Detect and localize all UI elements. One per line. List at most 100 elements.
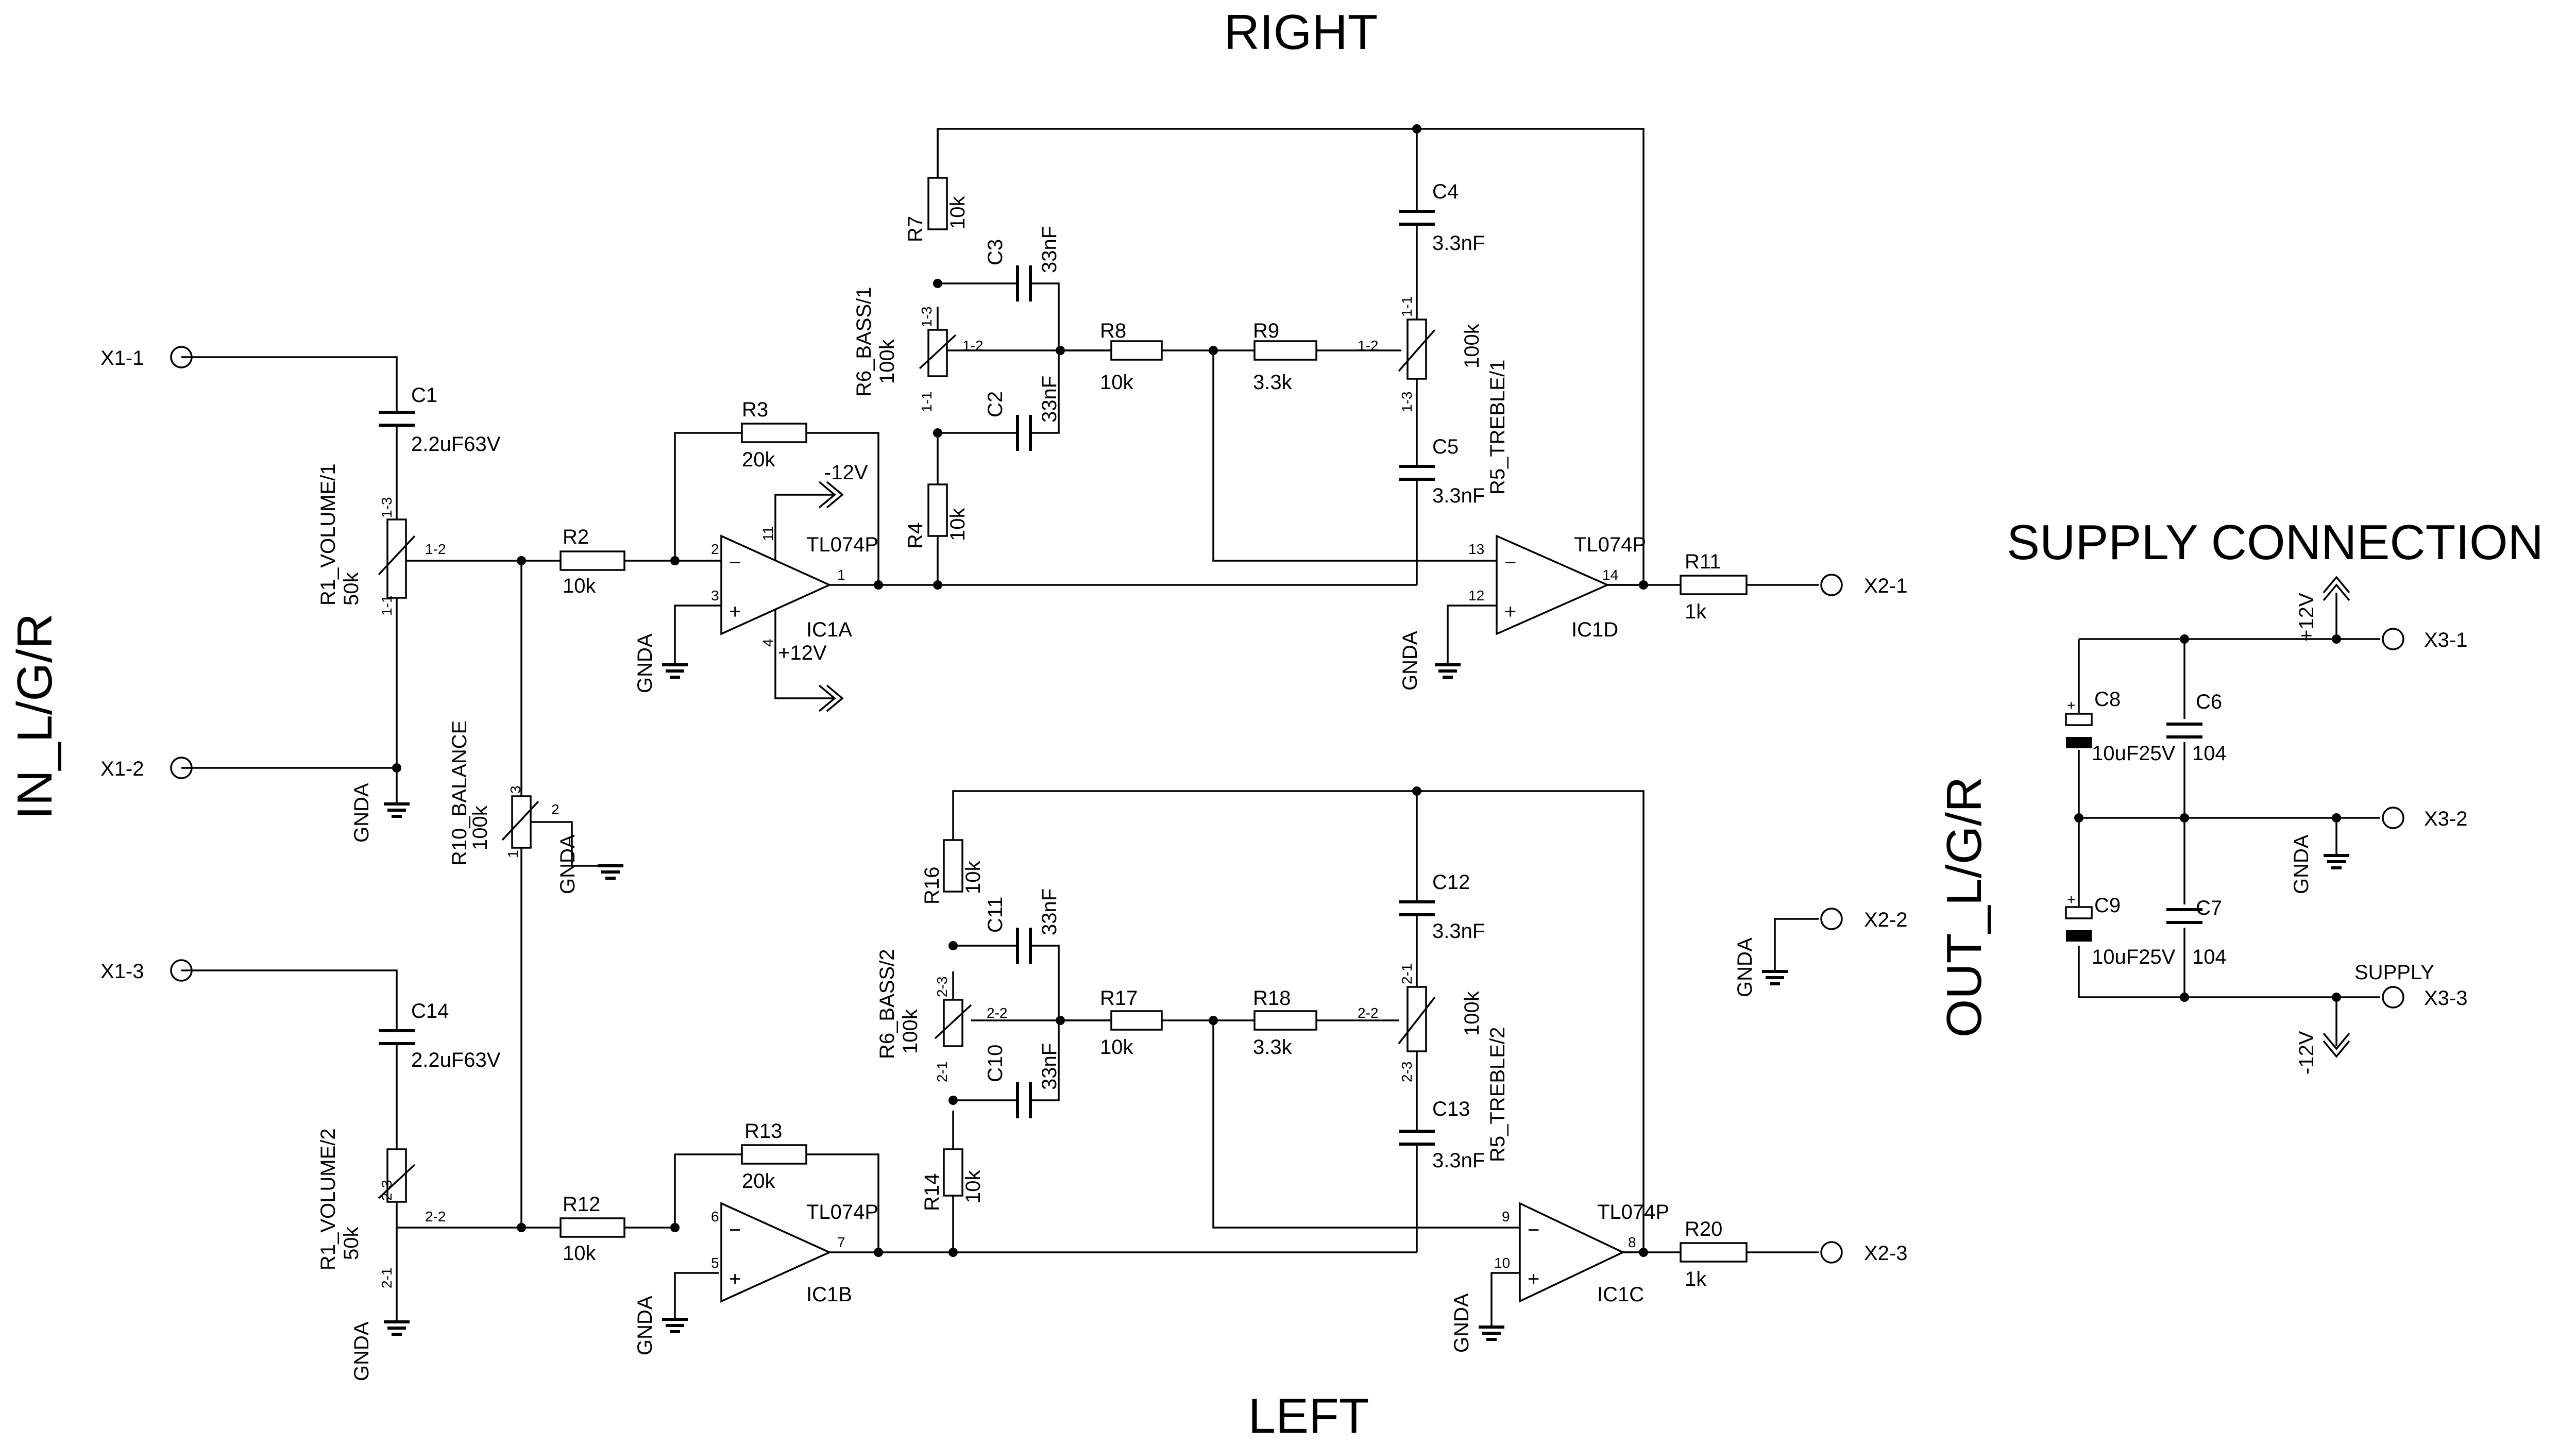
- terminal-x2-1[interactable]: X2-1: [1820, 574, 1908, 597]
- component-label: 7: [837, 1234, 845, 1250]
- component-label: C2: [984, 391, 1007, 417]
- terminal-x1-2[interactable]: X1-2: [100, 757, 193, 780]
- component-label: 104: [2192, 946, 2227, 968]
- component-label: 8: [1628, 1234, 1636, 1250]
- component-label: C10: [984, 1045, 1007, 1082]
- component-label: R20: [1685, 1218, 1722, 1240]
- ground-balance: GNDA: [556, 834, 623, 894]
- component-label: 10: [1494, 1255, 1510, 1271]
- pot-treble-2[interactable]: R5_TREBLE/2 100k 2-1 2-3 2-2: [1358, 964, 1509, 1162]
- resistor-r20: R20 1k: [1680, 1218, 1748, 1290]
- capacitor-c1: C12.2uF63V: [379, 384, 501, 456]
- opamp-ic1c: −+ 9 10 8 TL074P IC1C: [1494, 1201, 1669, 1306]
- terminal-x3-3[interactable]: X3-3: [2382, 986, 2468, 1010]
- component-label: R2: [563, 526, 589, 548]
- component-label: 3.3k: [1253, 1036, 1293, 1059]
- resistor-r14: R14 10k: [921, 1148, 985, 1211]
- terminal-x2-3[interactable]: X2-3: [1820, 1241, 1908, 1265]
- component-label: 5: [711, 1255, 719, 1271]
- component-label: R5_TREBLE/2: [1486, 1027, 1509, 1162]
- component-label: R17: [1100, 987, 1138, 1010]
- component-label: 10k: [1100, 371, 1133, 394]
- component-label: 11: [760, 526, 776, 541]
- component-label: R18: [1253, 987, 1291, 1010]
- component-label: 3: [711, 588, 719, 603]
- terminal-x1-3[interactable]: X1-3: [100, 959, 193, 983]
- component-label: 14: [1602, 567, 1618, 583]
- component-label: 3.3nF: [1432, 232, 1485, 255]
- component-label: GNDA: [2290, 834, 2313, 894]
- pot-volume-2[interactable]: R1_VOLUME/2 50k 2-3 2-1 2-2: [317, 1128, 446, 1288]
- terminal-x2-2[interactable]: X2-2: [1820, 908, 1908, 931]
- terminal-label: X3-2: [2424, 808, 2468, 830]
- wires: [181, 128, 2380, 1327]
- component-label: 10uF25V: [2092, 946, 2176, 968]
- component-label: IC1A: [806, 618, 852, 641]
- svg-text:+: +: [2067, 697, 2075, 713]
- component-label: 10k: [563, 1242, 596, 1265]
- component-label: R4: [904, 523, 927, 549]
- component-label: R13: [744, 1120, 782, 1143]
- capacitor-c10: C10 33nF: [984, 1043, 1061, 1118]
- component-label: C7: [2196, 897, 2222, 919]
- component-label: C5: [1432, 435, 1459, 458]
- pot-volume-1[interactable]: R1_VOLUME/1 50k 1-3 1-1 1-2: [317, 463, 446, 616]
- terminal-label: X1-3: [100, 960, 144, 983]
- ground-ic1b: GNDA: [634, 1296, 688, 1355]
- pot-bass-1[interactable]: R6_BASS/1 100k 1-3 1-1 1-2: [853, 287, 983, 412]
- terminal-x1-1[interactable]: X1-1: [100, 346, 193, 370]
- supply-arrow-x3-pos: +12V: [2295, 576, 2350, 642]
- component-label: -12V: [824, 461, 868, 484]
- opamp-ic1d: −+ 13 12 14 TL074P IC1D: [1468, 533, 1646, 641]
- supply-arrow-ic1a-neg: -12V: [818, 461, 868, 509]
- capacitor-c11: C11 33nF: [984, 888, 1061, 964]
- ground-supply: GNDA: [2290, 834, 2349, 894]
- component-label: R6_BASS/2: [876, 949, 899, 1059]
- component-label: 100k: [469, 805, 492, 850]
- component-label: 33nF: [1038, 226, 1061, 273]
- component-label: 1k: [1685, 1268, 1707, 1290]
- component-label: 2-1: [379, 1268, 395, 1288]
- svg-text:+: +: [2067, 892, 2075, 908]
- component-label: GNDA: [350, 1321, 373, 1381]
- component-label: R1_VOLUME/2: [317, 1128, 340, 1270]
- supply-arrow-x3-neg: -12V: [2295, 1031, 2350, 1075]
- ground-vol2: GNDA: [350, 1320, 410, 1381]
- component-label: R1_VOLUME/1: [317, 463, 340, 606]
- component-label: R16: [921, 867, 943, 904]
- opamp-ic1a: −+ 2 3 1 TL074P IC1A 11 4: [711, 494, 878, 699]
- svg-text:+: +: [1528, 1268, 1539, 1290]
- component-label: IC1C: [1597, 1283, 1644, 1306]
- component-label: 2-3: [1399, 1062, 1415, 1082]
- component-label: 1-3: [919, 307, 935, 327]
- component-label: 1-1: [919, 392, 935, 412]
- component-label: 33nF: [1038, 1043, 1061, 1090]
- component-label: R11: [1685, 550, 1721, 573]
- component-label: TL074P: [806, 1201, 878, 1223]
- component-label: 50k: [340, 1227, 363, 1260]
- component-label: IC1B: [806, 1283, 852, 1306]
- opamp-ic1b: −+ 6 5 7 TL074P IC1B: [711, 1201, 878, 1306]
- component-label: GNDA: [1734, 937, 1756, 997]
- component-label: 20k: [742, 448, 775, 471]
- terminal-x3-2[interactable]: X3-2: [2382, 807, 2468, 830]
- component-label: C11: [984, 897, 1007, 933]
- component-label: 3.3nF: [1432, 920, 1485, 943]
- pot-bass-2[interactable]: R6_BASS/2 100k 2-3 2-1 2-2: [876, 949, 1007, 1082]
- component-label: 13: [1468, 541, 1484, 557]
- pot-balance[interactable]: R10_BALANCE 100k 3 1 2: [448, 720, 560, 866]
- component-label: 1-3: [379, 497, 395, 518]
- terminal-x3-1[interactable]: X3-1: [2382, 628, 2468, 651]
- svg-text:−: −: [729, 1219, 741, 1241]
- component-label: 2-2: [987, 1005, 1007, 1021]
- component-label: 10k: [946, 508, 969, 541]
- component-label: 50k: [340, 572, 363, 606]
- component-label: R12: [563, 1193, 600, 1216]
- pot-treble-1[interactable]: R5_TREBLE/1 100k 1-1 1-3 1-2: [1358, 296, 1509, 495]
- component-label: R10_BALANCE: [448, 720, 471, 866]
